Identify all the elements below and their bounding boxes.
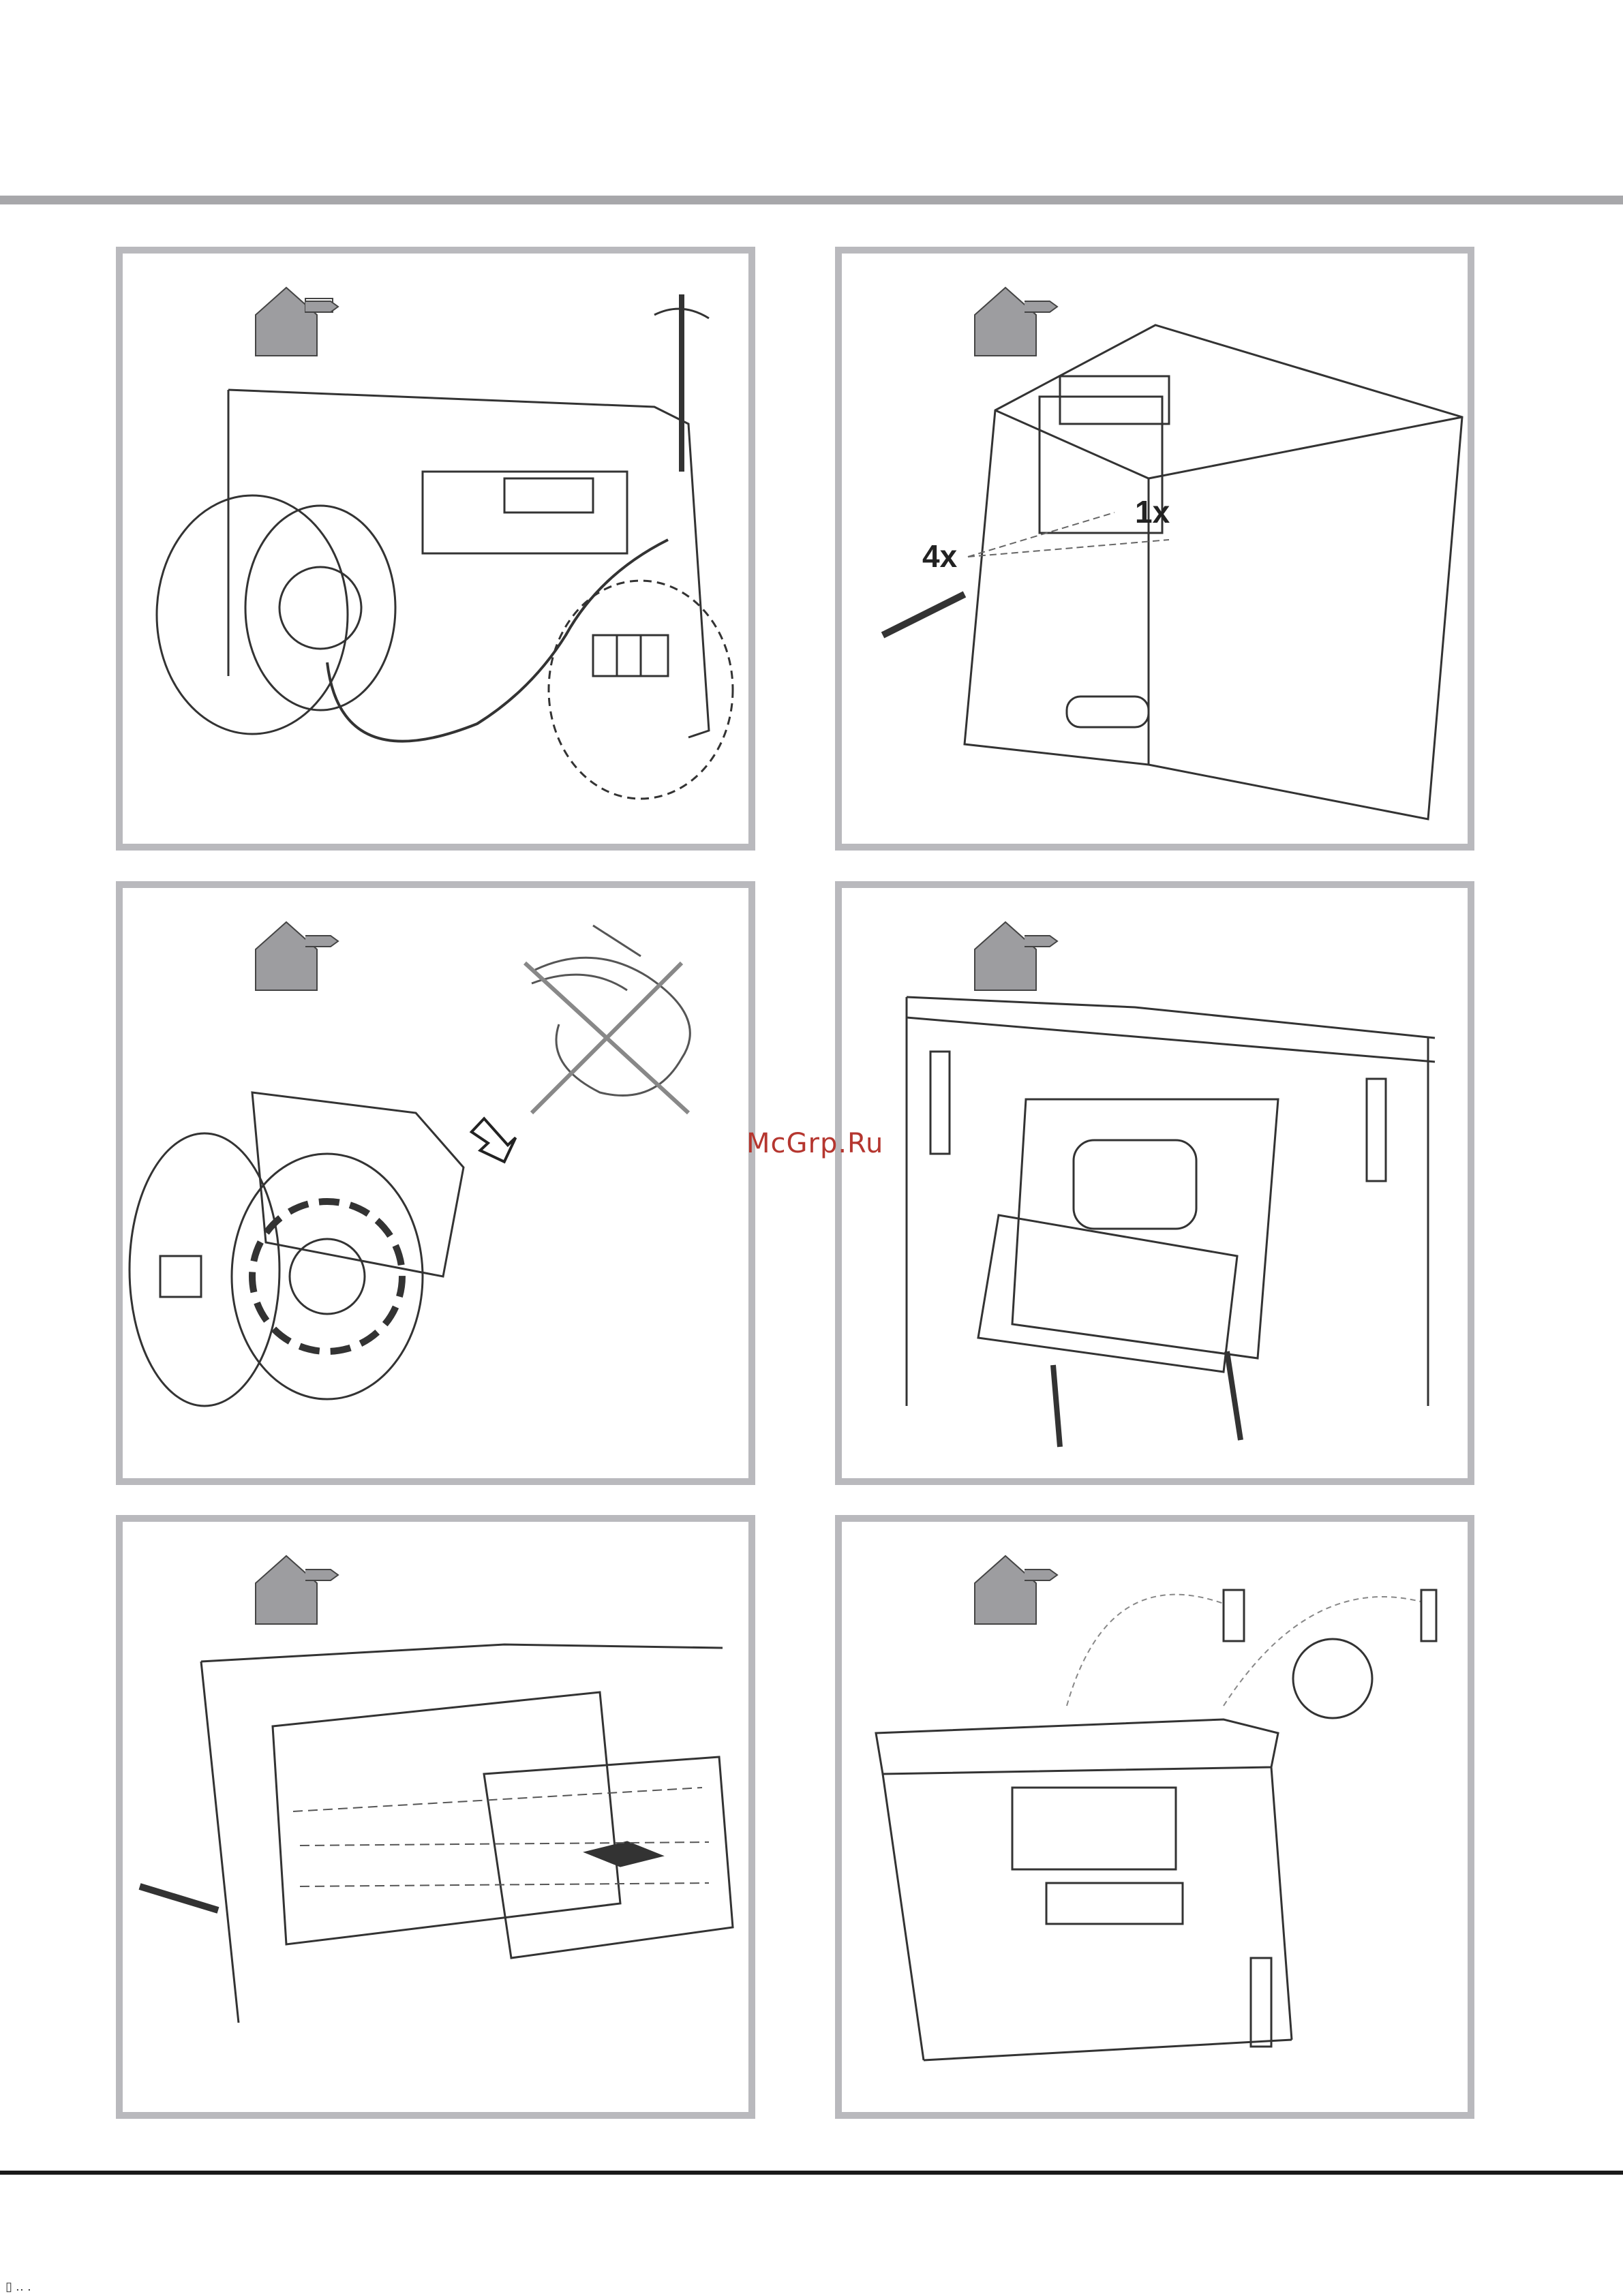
panel-duct-flange: 4x 1x bbox=[835, 247, 1474, 851]
panel-motor-wiring bbox=[116, 247, 755, 851]
screw-count-label: 4x bbox=[922, 538, 958, 574]
panel-wall-brackets bbox=[835, 1515, 1474, 2119]
bottom-divider bbox=[0, 2171, 1623, 2175]
screwdriver-right-icon bbox=[1227, 1351, 1241, 1440]
flange-count-label: 1x bbox=[1135, 494, 1170, 530]
duct-flange-illustration: 4x 1x bbox=[842, 254, 1468, 844]
footer-mark: ▯ ‥ ․ bbox=[5, 2280, 31, 2294]
watermark-text: McGrp.Ru bbox=[746, 1128, 883, 1159]
panel-remove-cord bbox=[116, 881, 755, 1485]
remove-cord-illustration bbox=[123, 888, 748, 1478]
ducted-house-icon bbox=[256, 1556, 338, 1624]
detail-circle bbox=[1293, 1639, 1372, 1718]
ducted-house-icon bbox=[975, 1556, 1057, 1624]
top-divider bbox=[0, 196, 1623, 204]
ducted-house-icon bbox=[256, 922, 338, 990]
ducted-house-icon bbox=[256, 288, 338, 356]
ducted-house-icon bbox=[975, 288, 1057, 356]
wall-brackets-illustration bbox=[842, 1522, 1468, 2112]
fix-cover-illustration bbox=[123, 1522, 748, 2112]
cross-out-mark bbox=[525, 963, 688, 1113]
screwdriver-icon bbox=[140, 1886, 218, 1910]
mount-plate-illustration bbox=[842, 888, 1468, 1478]
motor-wiring-illustration bbox=[123, 254, 748, 844]
panel-fix-cover bbox=[116, 1515, 755, 2119]
screwdriver-left-icon bbox=[1053, 1365, 1060, 1447]
upward-arrow-icon bbox=[469, 1110, 523, 1169]
bracket-left-icon bbox=[1224, 1590, 1244, 1641]
ducted-house-icon bbox=[975, 922, 1057, 990]
panel-mount-plate bbox=[835, 881, 1474, 1485]
bracket-right-icon bbox=[1421, 1590, 1436, 1641]
